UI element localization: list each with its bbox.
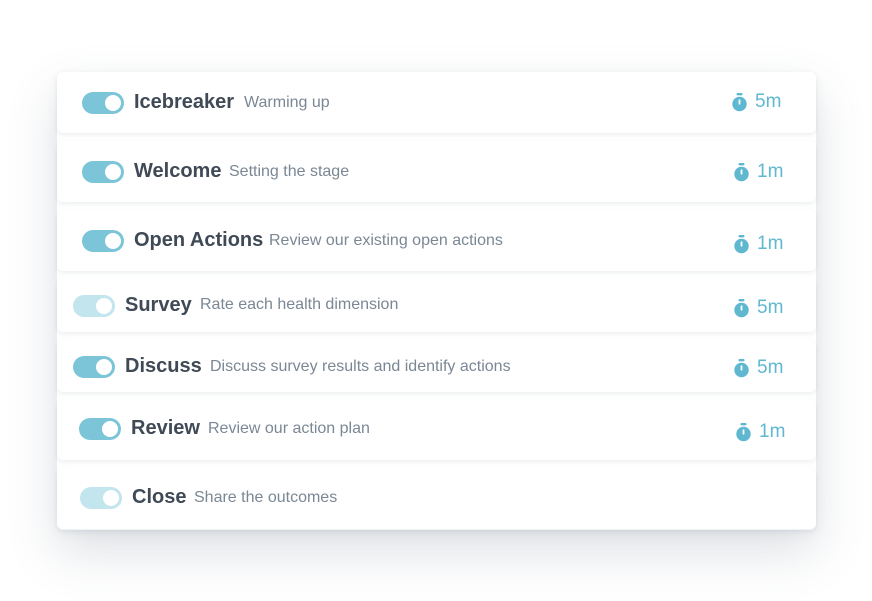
agenda-row-close[interactable]: Close Share the outcomes <box>57 468 816 529</box>
close-toggle[interactable] <box>80 487 122 509</box>
agenda-item-timer: 1m <box>735 421 785 443</box>
agenda-item-timer: 5m <box>731 91 781 113</box>
stopwatch-icon <box>734 162 749 181</box>
open-actions-toggle[interactable] <box>82 230 124 252</box>
agenda-row-discuss[interactable]: Discuss Discuss survey results and ident… <box>57 340 816 392</box>
icebreaker-toggle[interactable] <box>82 92 124 114</box>
toggle-knob <box>96 298 112 314</box>
welcome-toggle[interactable] <box>82 161 124 183</box>
agenda-item-duration: 1m <box>759 421 786 442</box>
stopwatch-icon <box>734 298 749 317</box>
discuss-toggle[interactable] <box>73 356 115 378</box>
agenda-item-description: Review our existing open actions <box>269 232 503 249</box>
agenda-item-duration: 1m <box>757 233 784 254</box>
toggle-knob <box>105 164 121 180</box>
agenda-item-description: Review our action plan <box>208 420 370 437</box>
agenda-row-welcome[interactable]: Welcome Setting the stage 1m <box>57 141 816 202</box>
agenda-row-icebreaker[interactable]: Icebreaker Warming up 5m <box>57 72 816 133</box>
agenda-item-duration: 1m <box>757 161 784 182</box>
agenda-item-duration: 5m <box>757 297 784 318</box>
agenda-item-title: Review <box>131 417 200 439</box>
agenda-item-title: Open Actions <box>134 229 264 251</box>
agenda-item-timer: 5m <box>733 297 783 319</box>
agenda-item-title: Survey <box>125 294 192 316</box>
stopwatch-icon <box>734 358 749 377</box>
toggle-knob <box>105 95 121 111</box>
agenda-item-title: Icebreaker <box>134 91 235 113</box>
toggle-knob <box>103 490 119 506</box>
agenda-item-duration: 5m <box>757 357 784 378</box>
stopwatch-icon <box>736 422 751 441</box>
agenda-item-timer: 1m <box>733 161 783 183</box>
agenda-item-description: Warming up <box>244 94 330 111</box>
agenda-row-review[interactable]: Review Review our action plan 1m <box>57 400 816 460</box>
agenda-item-description: Share the outcomes <box>194 489 338 506</box>
review-toggle[interactable] <box>79 418 121 440</box>
agenda-item-timer: 5m <box>733 357 783 379</box>
agenda-row-open-actions[interactable]: Open Actions Review our existing open ac… <box>57 210 816 271</box>
agenda-item-description: Rate each health dimension <box>200 296 399 313</box>
agenda-item-title: Discuss <box>125 355 202 377</box>
toggle-knob <box>102 421 118 437</box>
toggle-knob <box>96 359 112 375</box>
agenda-row-survey[interactable]: Survey Rate each health dimension 5m <box>57 279 816 332</box>
stopwatch-icon <box>734 234 749 253</box>
agenda-item-title: Welcome <box>134 160 222 182</box>
agenda-item-timer: 1m <box>733 233 783 255</box>
agenda-item-description: Discuss survey results and identify acti… <box>210 358 511 375</box>
survey-toggle[interactable] <box>73 295 115 317</box>
toggle-knob <box>105 233 121 249</box>
stopwatch-icon <box>732 92 747 111</box>
agenda-item-title: Close <box>132 486 187 508</box>
agenda-item-duration: 5m <box>755 91 782 112</box>
agenda-item-description: Setting the stage <box>229 163 350 180</box>
